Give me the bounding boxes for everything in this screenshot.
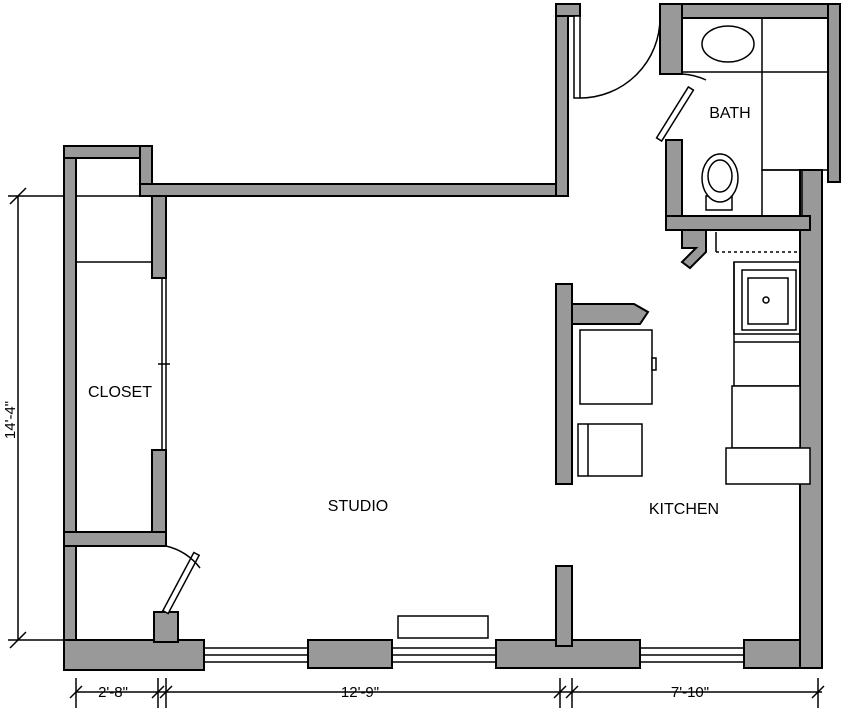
kitchen-sink-drain: [762, 296, 770, 304]
bath-tub: [761, 17, 829, 171]
dim-tick-4: [553, 685, 567, 699]
dim-tick-3: [159, 685, 173, 699]
refrigerator: [731, 385, 801, 449]
bath-door-swing: [681, 73, 707, 81]
corridor-return: [555, 3, 581, 17]
divider-arm: [571, 303, 650, 325]
stove: [725, 447, 811, 485]
dim-tick-1: [69, 685, 83, 699]
kitchen-counter: [733, 261, 801, 335]
room-label-studio: STUDIO: [328, 498, 388, 515]
bath-sink-basin: [701, 25, 755, 63]
dim-label-closet-width: 2'-8": [98, 684, 128, 701]
entry-door-swing: [579, 17, 661, 99]
dimension-lines: [8, 187, 825, 708]
bath-jamb: [680, 229, 707, 270]
bottom-wall-pier-1: [307, 639, 393, 669]
room-label-closet: CLOSET: [88, 384, 152, 401]
dim-tick-5: [565, 685, 579, 699]
bath-left-wall-lower: [665, 139, 683, 229]
closet-bottom-wall: [63, 531, 167, 547]
dim-tick-2: [151, 685, 165, 699]
room-label-kitchen: KITCHEN: [649, 501, 719, 518]
small-closet-door-leaf: [161, 551, 201, 615]
walls: [63, 3, 841, 671]
windows: [203, 615, 745, 663]
bath-bottom-wall: [665, 215, 811, 231]
doors: [158, 15, 707, 615]
closet-wall-upper: [151, 195, 167, 279]
room-label-bath: BATH: [709, 105, 750, 122]
studio-top-wall: [139, 183, 569, 197]
dim-label-kitchen-width: 7'-10": [671, 684, 709, 701]
bath-left-wall-upper: [659, 3, 683, 75]
labels: CLOSET STUDIO KITCHEN BATH 14'-4" 2'-8" …: [2, 105, 751, 701]
bottom-wall-left: [63, 639, 205, 671]
left-top-wall: [63, 145, 153, 159]
bath-top-wall: [659, 3, 839, 19]
right-outer-wall: [799, 169, 823, 669]
bath-door-leaf: [655, 85, 695, 143]
dim-tick-6: [811, 685, 825, 699]
closet-interior: [76, 195, 152, 263]
dim-label-height: 14'-4": [2, 401, 19, 439]
bath-fixtures: [681, 17, 829, 217]
radiator: [397, 615, 489, 639]
bath-right-wall: [827, 3, 841, 183]
corridor-wall: [555, 3, 569, 197]
left-outer-wall: [63, 145, 77, 671]
wall-cabinet-handle: [651, 357, 657, 371]
bath-tub-lower: [761, 169, 803, 217]
dim-label-studio-width: 12'-9": [341, 684, 379, 701]
entry-door-leaf: [573, 15, 581, 99]
small-closet-door-swing: [165, 545, 201, 569]
toilet-seat: [707, 159, 733, 193]
dim-vertical-tick-top: [9, 187, 27, 205]
divider-wall-lower: [555, 565, 573, 647]
divider-wall-upper: [555, 283, 573, 485]
dim-vertical-tick-bottom: [9, 631, 27, 649]
wall-cabinet-upper: [579, 329, 653, 405]
entry-stub: [153, 611, 179, 643]
kitchen-fixtures: [577, 232, 811, 485]
